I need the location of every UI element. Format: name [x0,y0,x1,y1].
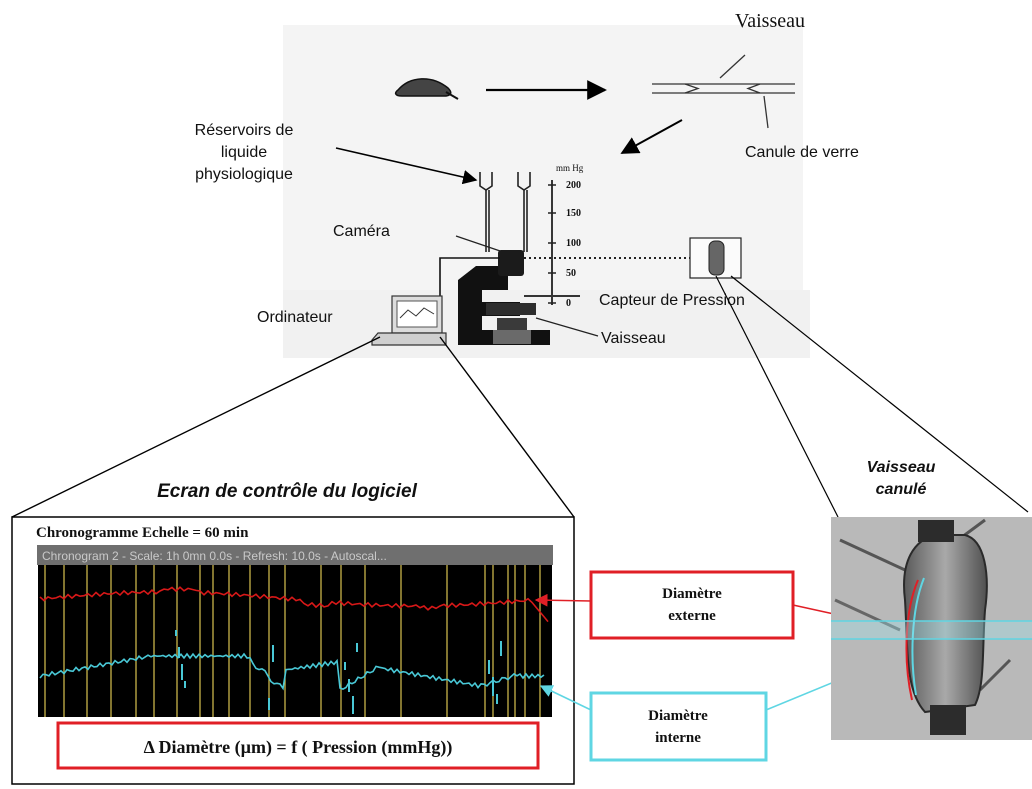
label-vaisseau-mid: Vaisseau [601,330,666,347]
trace-speck [184,681,186,688]
trace-speck [181,664,183,680]
trace-speck [492,677,494,696]
label-reservoirs-line1: Réservoirs de [195,122,294,139]
scale-tick-0: 0 [566,298,571,309]
callout-externe-line1: Diamètre [662,586,722,602]
label-capteur: Capteur de Pression [599,292,745,309]
trace-speck [344,662,346,670]
setup-background-lower [283,290,810,358]
scale-tick-200: 200 [566,180,581,191]
trace-speck [268,698,270,710]
trace-speck [348,679,350,692]
trace-external-diameter [39,586,549,623]
callout-interne-box [589,691,768,762]
scale-tick-50: 50 [566,268,576,279]
trace-speck [356,643,358,652]
chronogram-heading: Chronogramme Echelle = 60 min [36,525,249,541]
vessel-pointer [535,317,599,337]
label-vaisseau-top: Vaisseau [735,10,805,32]
trace-speck [175,630,177,636]
scale-tick-150: 150 [566,208,581,219]
pressure-scale [548,180,556,305]
trace-speck [352,696,354,714]
label-reservoirs-line3: physiologique [195,166,293,183]
computer-icon [371,295,447,346]
canulated-vessel-photo [831,517,1032,740]
chronogram-plot [38,565,552,717]
zoom-line-sensor-right [730,275,1029,513]
trace-speck [496,694,498,704]
trace-noise-specks [175,630,502,714]
arrow-interne-to-trace [539,685,592,711]
callout-externe-box [589,570,795,640]
callout-interne-line2: interne [655,730,701,746]
arrow-externe-to-trace [534,593,592,607]
label-ordinateur: Ordinateur [257,309,333,326]
reservoirs-icon [479,172,531,252]
label-reservoirs-line2: liquide [221,144,267,161]
trace-speck [272,645,274,662]
trace-internal-diameter [39,652,545,691]
zoom-line-computer-right [439,336,575,518]
label-mmhg: mm Hg [556,163,584,173]
formula-text: Δ Diamètre (µm) = f ( Pression (mmHg)) [144,737,453,758]
trace-speck [178,647,180,658]
canulated-vessel-sketch [652,54,795,129]
label-camera: Caméra [333,223,390,240]
camera-pointer [455,235,507,254]
callout-externe-line2: externe [668,608,716,624]
label-canule: Canule de verre [745,144,859,161]
pressure-sensor-vessel [708,240,725,276]
chronogram-window-title: Chronogram 2 - Scale: 1h 0mn 0.0s - Refr… [42,549,387,563]
label-ecran-title: Ecran de contrôle du logiciel [157,481,417,502]
microscope-icon [458,250,580,345]
photo-title-line1: Vaisseau [867,459,936,476]
arrow-to-reservoir [335,147,478,185]
zoom-line-sensor-left [715,275,839,518]
photo-title-line2: canulé [876,481,927,498]
formula-box [56,721,540,770]
trace-speck [500,641,502,656]
chronogram-window-titlebar [37,545,553,565]
arrow-to-setup [620,119,683,154]
callout-interne-line1: Diamètre [648,708,708,724]
trace-speck [488,660,490,674]
animal-icon [394,78,459,100]
scale-tick-100: 100 [566,238,581,249]
zoom-line-computer-left [11,336,381,518]
